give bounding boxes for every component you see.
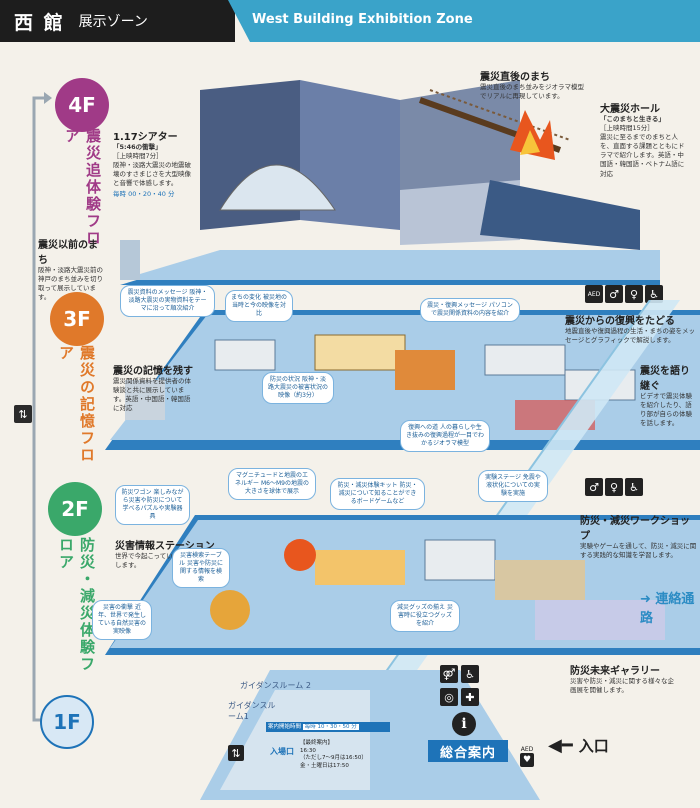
revival-callout: 震災からの復興をたどる 地震直後や復興過程の生活・まちの姿をメッセージとグラフィ… [565, 316, 695, 345]
floor-2f-map [105, 515, 700, 655]
bubble-3f-damage: 防災の状況 阪神・淡路大震災の被害状況の映像（約3分） [262, 372, 334, 405]
floor-badge-4f[interactable]: 4F [55, 78, 109, 132]
guidance-room-1: ガイダンスルーム1 [228, 701, 276, 721]
restroom-icon: ♂ [605, 285, 623, 303]
header-accent-bar [228, 0, 700, 42]
tell-callout: 震災を語り継ぐ ビデオで震災体験を紹介したり、語り部が自らの体験を話します。 [640, 366, 692, 428]
floor-name-2f: 防災・減災体験フロア [57, 537, 96, 673]
wheelchair-icon: ♿ [645, 285, 663, 303]
restroom-female-icon: ♀ [625, 285, 643, 303]
restroom-female-icon-2f: ♀ [605, 478, 623, 496]
f1-facility-icons-2: ◎ ✚ [440, 688, 479, 706]
hall-callout: 大震災ホール 「このまちと生きる」 ［上映時間15分］ 震災に至るまでのまちと人… [600, 104, 685, 178]
elevator-icon-1f[interactable]: ⇅ [228, 745, 244, 761]
arrow-left-icon: ◀━ [548, 735, 573, 756]
restroom-male-icon-2f: ♂ [585, 478, 603, 496]
general-info-desk[interactable]: 総合案内 [428, 740, 508, 762]
workshop-callout: 防災・減災ワークショップ 実験やゲームを通して、防災・減災に関する実践的な知識を… [580, 516, 697, 560]
f4-facility-icons: AED ♂ ♀ ♿ [585, 285, 663, 303]
floor-3f-map [105, 310, 700, 450]
aed-icon: AED [585, 285, 603, 303]
ostomate-icon: ✚ [461, 688, 479, 706]
bubble-3f-messages: 震災・復興メッセージ パソコンで震災関係資料の内容を紹介 [420, 298, 520, 323]
aed-heart-icon: ♥ [520, 753, 534, 767]
wheelchair-icon-1f: ♿ [461, 665, 479, 683]
floor-badge-3f[interactable]: 3F [50, 292, 104, 346]
town-after-callout: 震災直後のまち 震災直後のまち並みをジオラマ模型でリアルに再現しています。 [480, 72, 584, 101]
information-icon[interactable]: i [452, 712, 476, 736]
bubble-3f-diorama: 復興への道 人の暮らしや生き抜みの復興過程が一目でわかるジオラマ模型 [400, 420, 490, 453]
floor-name-4f: 震災追体験フロア [63, 128, 102, 247]
bubble-2f-stage: 実験ステージ 免震や液状化についての実験を実施 [478, 470, 548, 503]
town-before-callout: 震災以前のまち 阪神・淡路大震災前の神戸のまち並みを切り取って展示しています。 [38, 240, 103, 302]
zone-title-en: West Building Exhibition Zone [252, 12, 473, 27]
station-callout: 災害情報ステーション 世界で今起こっている自然災害を学習します。 [115, 541, 225, 570]
floor-4f-map [120, 80, 660, 285]
bubble-2f-search: 災害検索テーブル 災害や防災に関する情報を検索 [172, 548, 230, 589]
bubble-2f-wagon: 防災ワゴン 楽しみながら災害や防災について学べるパズルや実験器具 [115, 485, 190, 526]
aed-1f: AED ♥ [520, 746, 534, 767]
elevator-icon[interactable]: ⇅ [14, 405, 32, 423]
floor-name-3f: 震災の記憶フロア [57, 345, 96, 464]
floor-badge-1f[interactable]: 1F [40, 695, 94, 749]
bubble-3f-materials: 震災資料のメッセージ 阪神・淡路大震災の実物資料をテーマに沿って順次紹介 [120, 285, 215, 318]
guidance-room-2: ガイダンスルーム 2 [240, 681, 311, 690]
entrance-gate-label: 入場口 [270, 747, 294, 756]
zone-title-jp: 展示ゾーン [78, 14, 148, 30]
restroom-icon-1f: ⚤ [440, 665, 458, 683]
last-entry-info: 【最終案内】 16:30 （ただし7〜9月は16:50） 金・土曜日は17:50 [300, 740, 367, 770]
header-title-bar: 西 館 展示ゾーン [0, 0, 235, 42]
f2-facility-icons: ♂ ♀ ♿ [585, 478, 643, 496]
bubble-2f-kit: 防災・減災体験キット 防災・減災について知ることができるボードゲームなど [330, 478, 425, 511]
bubble-2f-impact: 災害の衝撃 近年、世界で発生している自然災害の実映像 [92, 600, 152, 641]
floor-badge-2f[interactable]: 2F [48, 482, 102, 536]
theater-callout: 1.17シアター 「5:46の衝撃」 ［上映時間7分］ 阪神・淡路大震災の地震破… [113, 132, 191, 199]
wheelchair-icon-2f: ♿ [625, 478, 643, 496]
bubble-3f-town-change: まちの変化 被災地の当時と今の映像を対比 [225, 290, 293, 323]
gallery-callout: 防災未来ギャラリー 災害や防災・減災に関する様々な企画展を開催します。 [570, 666, 674, 695]
arrow-right-icon: ➜ [640, 592, 656, 607]
bubble-2f-magnitude: マグニチュードと地震のエネルギー M6〜M9の地震の大きさを球体で展示 [228, 468, 316, 501]
guide-time-bar: 案内開始時間 毎時 10・30・50 分 [266, 722, 390, 732]
bubble-2f-goods: 減災グッズの揃え 災害時に役立つグッズを紹介 [390, 600, 460, 633]
baby-care-icon: ◎ [440, 688, 458, 706]
corridor-label[interactable]: ➜ 連絡通路 [640, 592, 695, 626]
entrance[interactable]: ◀━ 入口 [548, 735, 609, 756]
memory-callout: 震災の記憶を残す 震災関係資料を提供者の体験談と共に展示しています。英語・中国語… [113, 366, 193, 413]
building-name: 西 館 [14, 11, 65, 34]
f1-facility-icons: ⚤ ♿ [440, 665, 479, 683]
